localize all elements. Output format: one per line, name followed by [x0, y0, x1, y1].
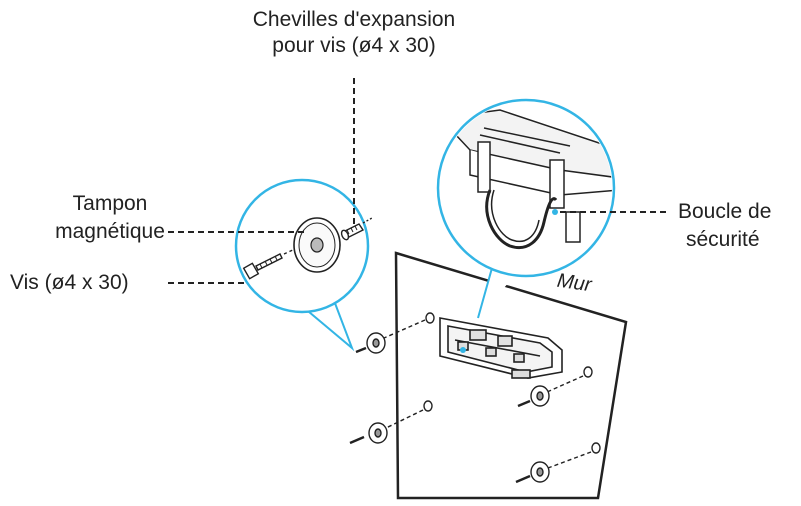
- wall-hole: [591, 442, 601, 454]
- wall-hole: [583, 366, 593, 378]
- label-magnetic-pad-line2: magnétique: [55, 220, 165, 243]
- bracket-highlight-dot: [460, 347, 466, 353]
- safety-loop-strap: [485, 189, 558, 249]
- label-magnetic-pad-line1: Tampon: [72, 192, 148, 215]
- wall-bracket: [439, 317, 563, 379]
- mounting-points: [349, 312, 601, 484]
- label-anchors-line2: pour vis (ø4 x 30): [272, 34, 436, 57]
- screw-icon: [355, 346, 367, 354]
- leader-lines: [168, 78, 668, 284]
- screw-icon: [517, 399, 531, 408]
- label-safety-loop-line1: Boucle de: [678, 200, 772, 223]
- wall-panel: [394, 251, 628, 500]
- label-anchors-line1: Chevilles d'expansion: [252, 8, 456, 31]
- label-wall: Mur: [555, 269, 593, 297]
- wall-hole: [423, 400, 433, 412]
- screw-icon: [349, 435, 365, 445]
- label-safety-loop-line2: sécurité: [686, 228, 760, 251]
- label-screw: Vis (ø4 x 30): [10, 271, 129, 294]
- expansion-anchor-icon: [340, 217, 373, 241]
- screw-icon: [515, 474, 531, 484]
- callout-screw-detail: [234, 178, 373, 352]
- callout-safety-loop: [436, 98, 616, 319]
- wall-hole: [425, 312, 435, 324]
- screw-detail-icon: [242, 248, 296, 280]
